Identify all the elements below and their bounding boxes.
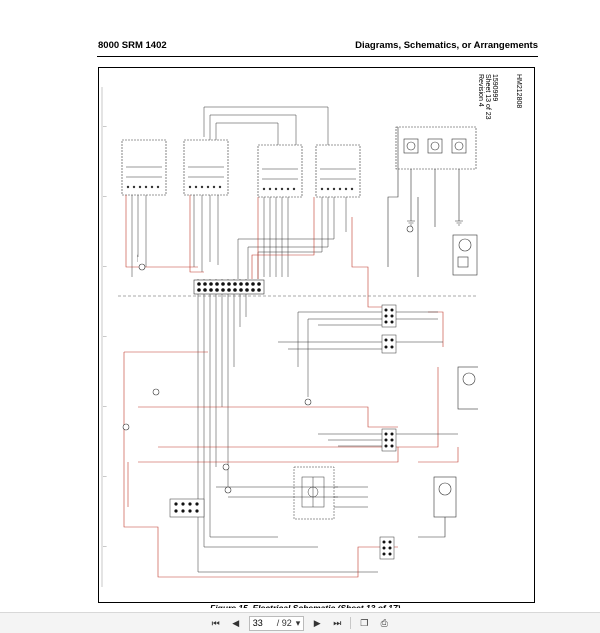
page-number-input[interactable] (252, 618, 273, 628)
copy-icon: ❐ (360, 617, 369, 628)
previous-page-button[interactable]: ◀ (229, 616, 243, 630)
drawing-number: 1590999 (491, 74, 498, 102)
header-divider (97, 56, 538, 57)
print-icon: ⎙ (380, 617, 388, 628)
wiper-motor-module (293, 466, 368, 520)
switch-modules (121, 139, 361, 198)
toolbar-separator (350, 617, 352, 629)
first-page-button[interactable]: ⏮ (209, 616, 223, 630)
total-pages: / 92 (276, 618, 292, 628)
section-title: Diagrams, Schematics, or Arrangements (355, 40, 538, 51)
page-indicator: / 92 ▾ (248, 615, 305, 631)
first-page-icon: ⏮ (211, 617, 220, 628)
svg-text:—: — (103, 474, 107, 478)
svg-text:—: — (103, 124, 107, 128)
svg-text:——: —— (135, 254, 139, 262)
svg-text:—: — (103, 264, 107, 268)
side-connectors (278, 304, 458, 560)
copy-button[interactable]: ❐ (357, 616, 371, 630)
wire-harness-red (123, 195, 459, 578)
last-page-icon: ⏭ (333, 617, 342, 628)
svg-text:—: — (103, 334, 107, 338)
ground-symbols (407, 217, 463, 226)
revision-number: Revision 4 (477, 74, 484, 107)
sheet-identifier: 1590999 Sheet 13 of 23 Revision 4 HM2128… (477, 70, 530, 170)
last-page-button[interactable]: ⏭ (330, 616, 344, 630)
manual-number: 8000 SRM 1402 (98, 40, 167, 51)
schematic-frame (98, 67, 535, 603)
electrical-schematic: ——— ———— (101, 87, 478, 587)
svg-text:—: — (103, 194, 107, 198)
page-select-icon[interactable]: ▾ (295, 617, 301, 628)
figure-caption: Figure 15. Electrical Schematic (Sheet 1… (210, 603, 401, 613)
next-page-icon: ▶ (313, 617, 321, 628)
splice-points (122, 225, 414, 494)
previous-page-icon: ◀ (232, 617, 240, 628)
lower-connector (169, 498, 205, 518)
wire-harness-black (131, 106, 378, 573)
lamp-units (387, 126, 478, 538)
print-button[interactable]: ⎙ (377, 616, 391, 630)
main-connector (193, 279, 265, 295)
svg-text:—: — (103, 404, 107, 408)
wire-labels: —— (135, 254, 139, 262)
svg-text:—: — (103, 544, 107, 548)
pdf-toolbar: ⏮ ◀ / 92 ▾ ▶ ⏭ ❐ ⎙ (0, 612, 600, 633)
sheet-number: Sheet 13 of 23 (484, 74, 491, 120)
drawing-code: HM212808 (515, 74, 522, 109)
next-page-button[interactable]: ▶ (310, 616, 324, 630)
margin-markers: — — — — — — — (103, 124, 107, 548)
